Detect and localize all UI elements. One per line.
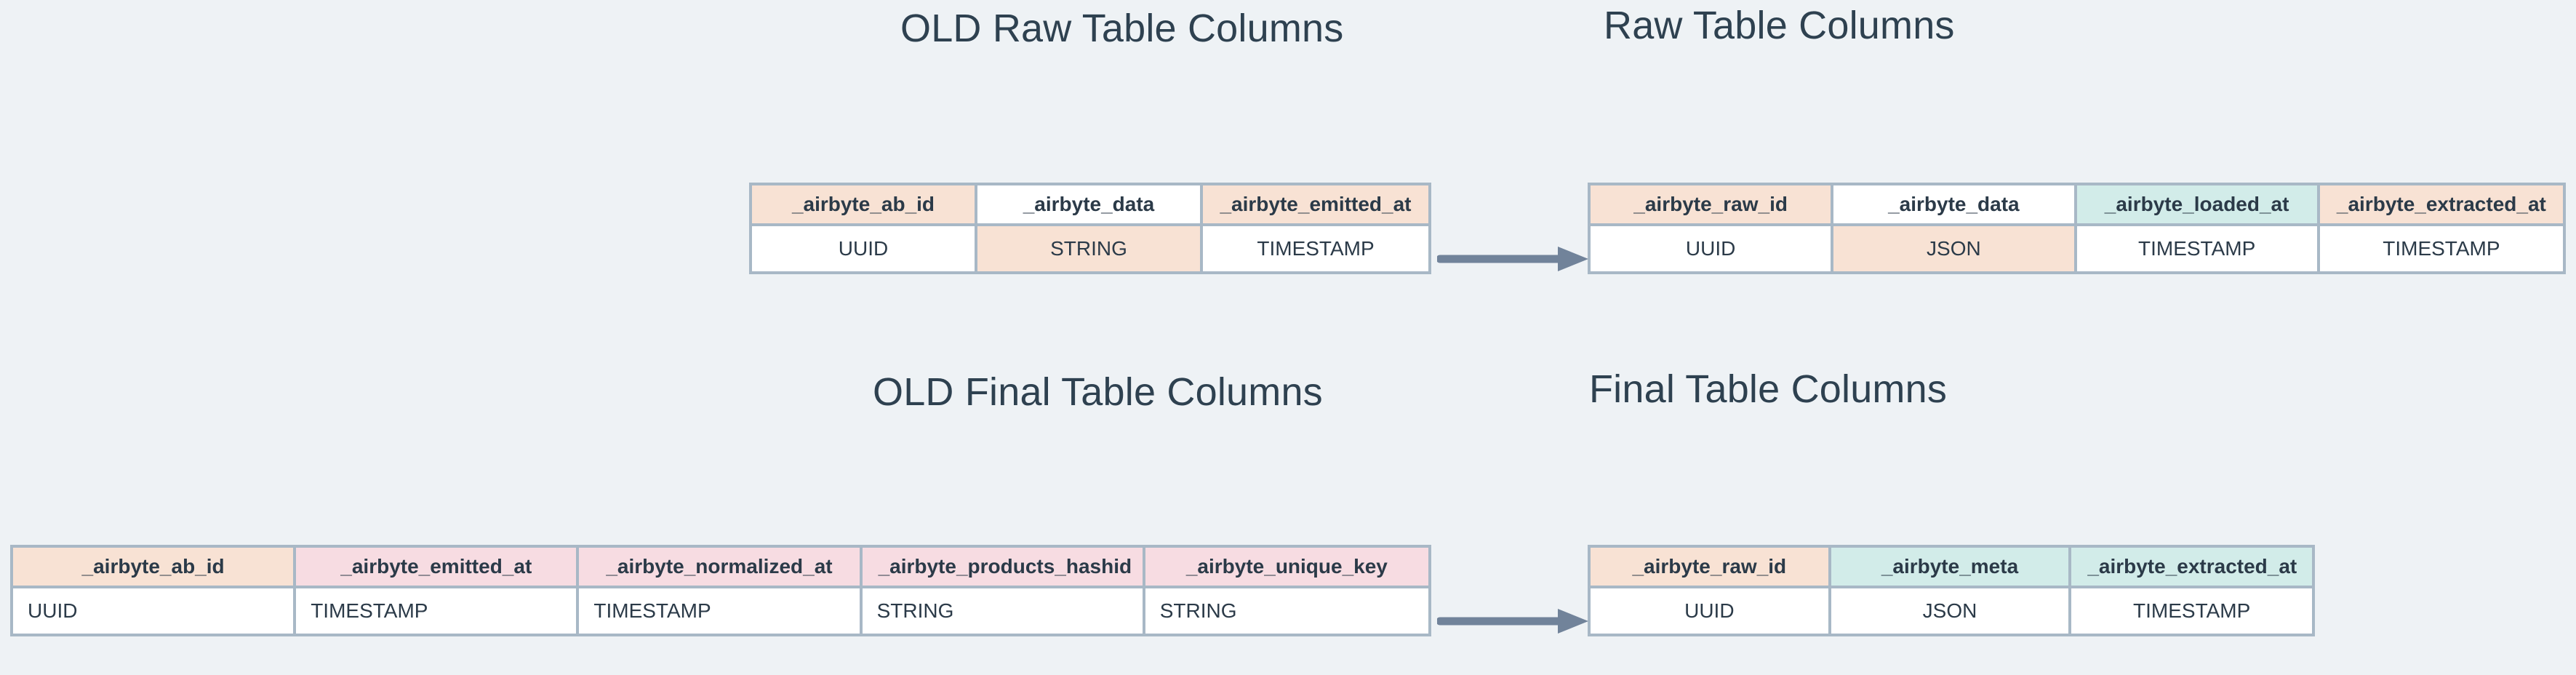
column-type-cell: TIMESTAMP bbox=[2076, 226, 2320, 271]
column-header-cell: _airbyte_normalized_at bbox=[579, 548, 863, 588]
column-type-cell: JSON bbox=[1833, 226, 2077, 271]
column-type-cell: TIMESTAMP bbox=[2071, 588, 2312, 634]
column-header-cell: _airbyte_extracted_at bbox=[2071, 548, 2312, 588]
table-new-final-columns: _airbyte_raw_id_airbyte_meta_airbyte_ext… bbox=[1588, 545, 2315, 636]
column-header-cell: _airbyte_loaded_at bbox=[2076, 185, 2320, 226]
column-type-cell: JSON bbox=[1831, 588, 2072, 634]
column-type-cell: STRING bbox=[977, 226, 1203, 271]
table-new-raw-columns: _airbyte_raw_id_airbyte_data_airbyte_loa… bbox=[1588, 183, 2566, 274]
table-header-row: _airbyte_ab_id_airbyte_emitted_at_airbyt… bbox=[13, 548, 1428, 588]
title-old-final-table: OLD Final Table Columns bbox=[873, 370, 1323, 414]
column-header-cell: _airbyte_ab_id bbox=[13, 548, 297, 588]
column-header-cell: _airbyte_raw_id bbox=[1591, 548, 1831, 588]
table-header-row: _airbyte_raw_id_airbyte_meta_airbyte_ext… bbox=[1591, 548, 2312, 588]
column-type-cell: STRING bbox=[1145, 588, 1428, 634]
final-migration-arrow-icon bbox=[1437, 609, 1588, 634]
table-header-row: _airbyte_raw_id_airbyte_data_airbyte_loa… bbox=[1591, 185, 2563, 226]
title-old-raw-table: OLD Raw Table Columns bbox=[900, 7, 1344, 50]
column-type-cell: UUID bbox=[13, 588, 297, 634]
title-new-final-table: Final Table Columns bbox=[1589, 367, 1948, 411]
column-type-cell: TIMESTAMP bbox=[579, 588, 863, 634]
title-new-raw-table: Raw Table Columns bbox=[1604, 4, 1955, 47]
column-header-cell: _airbyte_unique_key bbox=[1145, 548, 1428, 588]
column-type-cell: TIMESTAMP bbox=[1203, 226, 1428, 271]
column-type-cell: UUID bbox=[752, 226, 977, 271]
column-header-cell: _airbyte_data bbox=[1833, 185, 2077, 226]
column-type-cell: STRING bbox=[862, 588, 1145, 634]
column-header-cell: _airbyte_emitted_at bbox=[1203, 185, 1428, 226]
table-old-final-columns: _airbyte_ab_id_airbyte_emitted_at_airbyt… bbox=[10, 545, 1431, 636]
column-type-cell: UUID bbox=[1591, 226, 1834, 271]
column-header-cell: _airbyte_ab_id bbox=[752, 185, 977, 226]
raw-migration-arrow-icon bbox=[1437, 247, 1588, 271]
table-header-row: _airbyte_ab_id_airbyte_data_airbyte_emit… bbox=[752, 185, 1428, 226]
column-type-cell: TIMESTAMP bbox=[2319, 226, 2563, 271]
column-type-cell: TIMESTAMP bbox=[296, 588, 580, 634]
column-header-cell: _airbyte_meta bbox=[1831, 548, 2072, 588]
column-type-cell: UUID bbox=[1591, 588, 1831, 634]
column-header-cell: _airbyte_products_hashid bbox=[862, 548, 1145, 588]
table-old-raw-columns: _airbyte_ab_id_airbyte_data_airbyte_emit… bbox=[749, 183, 1431, 274]
column-header-cell: _airbyte_data bbox=[977, 185, 1203, 226]
column-header-cell: _airbyte_extracted_at bbox=[2319, 185, 2563, 226]
column-header-cell: _airbyte_raw_id bbox=[1591, 185, 1834, 226]
column-header-cell: _airbyte_emitted_at bbox=[296, 548, 580, 588]
